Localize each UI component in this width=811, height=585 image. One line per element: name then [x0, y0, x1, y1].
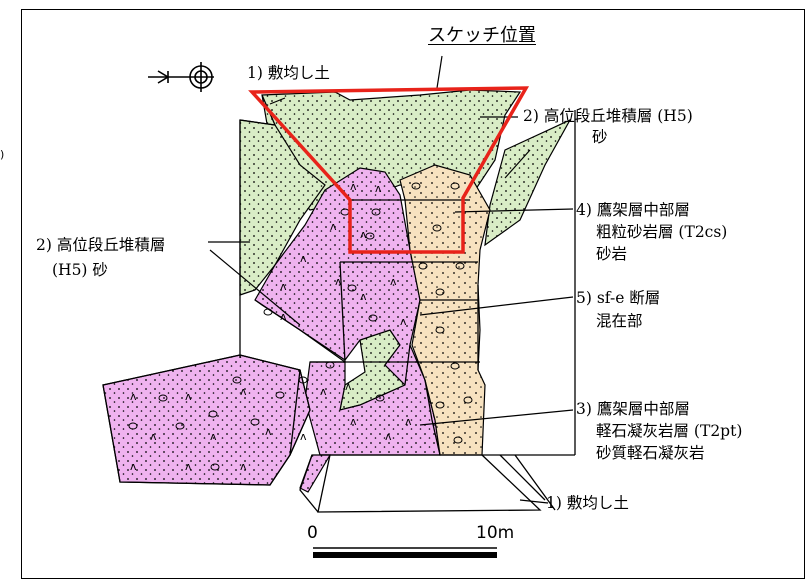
svg-text:ʌ: ʌ — [300, 430, 307, 443]
svg-text:ʌ: ʌ — [350, 180, 357, 193]
scale-label-start: 0 — [307, 523, 318, 543]
sketch-location-title: スケッチ位置 — [428, 25, 536, 46]
svg-text:ʌ: ʌ — [335, 275, 342, 288]
label-fill-bottom: 1) 敷均し土 — [546, 494, 629, 512]
svg-text:ʌ: ʌ — [150, 430, 157, 443]
terrace-deposit-left-stipple — [240, 120, 325, 295]
sketch-location-frame — [248, 86, 530, 254]
svg-text:ʌ: ʌ — [350, 415, 357, 428]
svg-text:ʌ: ʌ — [385, 430, 392, 443]
label-terrace-right-2: 砂 — [592, 128, 608, 146]
svg-text:ʌ: ʌ — [130, 390, 137, 403]
svg-text:ʌ: ʌ — [375, 182, 382, 195]
svg-text:ʌ: ʌ — [210, 430, 217, 443]
svg-text:ʌ: ʌ — [320, 385, 327, 398]
sandstone-column-stipple — [400, 165, 490, 455]
label-takanosu-cs-3: 砂岩 — [596, 245, 628, 263]
label-fill-top: 1) 敷均し土 — [247, 64, 330, 82]
svg-text:ʌ: ʌ — [240, 385, 247, 398]
label-takanosu-pt-2: 軽石凝灰岩層 (T2pt) — [596, 422, 743, 440]
svg-text:ʌ: ʌ — [360, 290, 367, 303]
label-takanosu-pt-3: 砂質軽石凝灰岩 — [596, 444, 705, 462]
svg-text:ʌ: ʌ — [280, 280, 287, 293]
pumice-tuff-left-block-stipple — [103, 355, 310, 485]
terrace-inclusion-stipple — [340, 330, 405, 410]
north-arrow-icon — [148, 62, 214, 92]
label-terrace-left-1: 2) 高位段丘堆積層 — [36, 236, 166, 254]
svg-text:ʌ: ʌ — [280, 310, 287, 323]
svg-text:ʌ: ʌ — [400, 315, 407, 328]
label-terrace-right-1: 2) 高位段丘堆積層 (H5) — [523, 107, 693, 125]
edge-mark: ) — [0, 148, 5, 161]
pumice-tuff-sliver-stipple — [300, 455, 330, 492]
svg-text:ʌ: ʌ — [405, 415, 412, 428]
block-outlines — [102, 94, 576, 513]
figure-frame — [21, 9, 805, 579]
label-takanosu-pt-1: 3) 鷹架層中部層 — [576, 400, 690, 418]
pumice-tuff-upper-stipple — [255, 168, 420, 385]
svg-text:ʌ: ʌ — [240, 460, 247, 473]
svg-text:ʌ: ʌ — [300, 252, 307, 265]
scale-bar — [313, 547, 497, 558]
svg-text:ʌ: ʌ — [185, 390, 192, 403]
svg-text:ʌ: ʌ — [185, 460, 192, 473]
pumice-tuff-lower-stipple — [305, 345, 440, 455]
label-fault-2: 混在部 — [596, 312, 643, 330]
scale-label-end: 10m — [476, 523, 515, 543]
svg-text:ʌ: ʌ — [330, 220, 337, 233]
svg-text:ʌ: ʌ — [390, 275, 397, 288]
svg-text:ʌ: ʌ — [360, 228, 367, 241]
label-takanosu-cs-1: 4) 鷹架層中部層 — [576, 201, 690, 219]
label-takanosu-cs-2: 粗粒砂岩層 (T2cs) — [596, 223, 728, 241]
terrace-deposit-right-stipple — [485, 120, 570, 245]
label-fault-1: 5) sf-e 断層 — [576, 289, 661, 307]
pebble-symbols — [128, 182, 473, 471]
label-terrace-left-2: (H5) 砂 — [52, 261, 108, 279]
leader-lines — [208, 55, 574, 504]
svg-text:ʌ: ʌ — [265, 425, 272, 438]
svg-text:ʌ: ʌ — [345, 380, 352, 393]
svg-text:ʌ: ʌ — [130, 460, 137, 473]
